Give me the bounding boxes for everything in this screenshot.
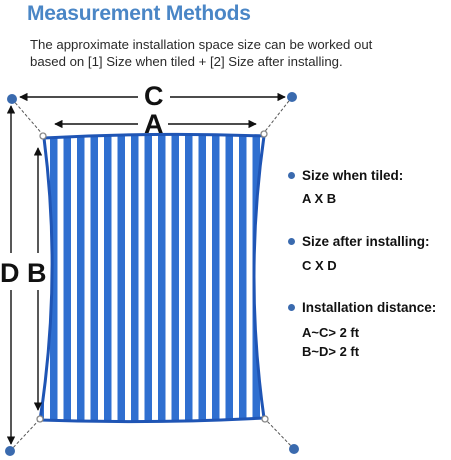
- description: The approximate installation space size …: [30, 36, 450, 70]
- shade-sail: [38, 132, 266, 424]
- installed-value: C X D: [302, 258, 337, 273]
- dimension-label-c: C: [144, 81, 164, 111]
- anchor-dot-bottom-left: [5, 446, 15, 456]
- anchor-dot-bottom-right: [289, 444, 299, 454]
- guy-line-top-right: [262, 96, 293, 135]
- description-line-1: The approximate installation space size …: [30, 37, 373, 52]
- tiled-heading: Size when tiled:: [302, 168, 404, 183]
- ring-top-right: [260, 130, 268, 138]
- distance-line-2: B~D> 2 ft: [302, 344, 360, 359]
- anchor-dot-top-left: [7, 94, 17, 104]
- dimension-label-d: D: [0, 258, 20, 288]
- guy-line-bottom-right: [264, 418, 295, 450]
- bullet-icon: [288, 172, 295, 179]
- installed-heading: Size after installing:: [302, 234, 430, 249]
- page-title: Measurement Methods: [27, 2, 251, 25]
- anchor-dot-top-right: [287, 92, 297, 102]
- dimension-label-a: A: [144, 109, 164, 139]
- tiled-value: A X B: [302, 191, 337, 206]
- bullet-icon: [288, 238, 295, 245]
- dimension-label-b: B: [27, 258, 47, 288]
- ring-bottom-right: [261, 415, 269, 423]
- distance-heading: Installation distance:: [302, 300, 437, 315]
- distance-line-1: A~C> 2 ft: [302, 325, 360, 340]
- guy-line-top-left: [11, 98, 45, 137]
- ring-bottom-left: [36, 415, 44, 423]
- bullet-icon: [288, 304, 295, 311]
- description-line-2: based on [1] Size when tiled + [2] Size …: [30, 54, 343, 69]
- guy-line-bottom-left: [9, 418, 41, 452]
- ring-top-left: [39, 132, 47, 140]
